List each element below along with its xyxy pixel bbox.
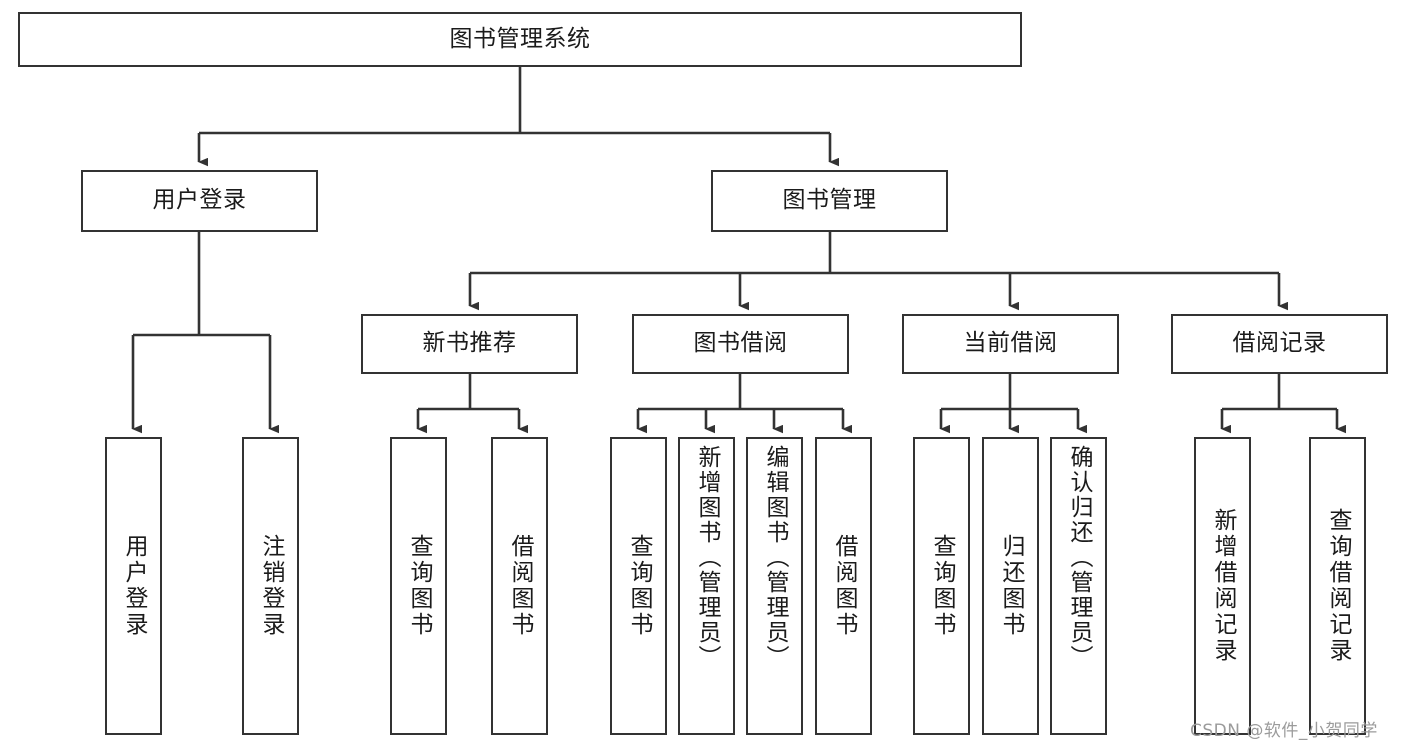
leaf-new-book-borrow[interactable]: 借阅图书 [491,437,548,735]
leaf-book-borrow-add[interactable]: 新增图书（管理员） [678,437,735,735]
leaf-current-borrow-query[interactable]: 查询图书 [913,437,970,735]
node-label: 当前借阅 [963,330,1058,357]
leaf-user-login-signin[interactable]: 用户登录 [105,437,162,735]
node-label: 注销登录 [258,534,284,638]
leaf-new-book-query[interactable]: 查询图书 [390,437,447,735]
node-root-book-management-system[interactable]: 图书管理系统 [18,12,1022,67]
node-current-borrow[interactable]: 当前借阅 [902,314,1119,374]
node-label: 归还图书 [998,534,1024,638]
node-label: 查询图书 [626,534,652,638]
node-user-login[interactable]: 用户登录 [81,170,318,232]
node-label: 借阅图书 [507,534,533,638]
leaf-records-query[interactable]: 查询借阅记录 [1309,437,1366,735]
node-label: 查询借阅记录 [1325,508,1351,664]
node-label: 新增借阅记录 [1210,508,1236,664]
node-book-management[interactable]: 图书管理 [711,170,948,232]
node-label: 新增图书（管理员） [694,445,720,670]
node-label: 图书管理系统 [449,25,591,52]
node-label: 借阅图书 [831,534,857,638]
leaf-book-borrow-lend[interactable]: 借阅图书 [815,437,872,735]
node-label: 图书管理 [782,187,877,214]
leaf-current-borrow-return[interactable]: 归还图书 [982,437,1039,735]
node-label: 查询图书 [929,534,955,638]
node-label: 图书借阅 [693,330,788,357]
node-label: 借阅记录 [1232,330,1327,357]
node-label: 查询图书 [406,534,432,638]
node-label: 用户登录 [121,534,147,638]
node-label: 编辑图书（管理员） [762,445,788,670]
node-new-book-recommendation[interactable]: 新书推荐 [361,314,578,374]
node-borrow-records[interactable]: 借阅记录 [1171,314,1388,374]
leaf-user-login-signout[interactable]: 注销登录 [242,437,299,735]
leaf-records-add[interactable]: 新增借阅记录 [1194,437,1251,735]
node-book-borrow[interactable]: 图书借阅 [632,314,849,374]
leaf-book-borrow-edit[interactable]: 编辑图书（管理员） [746,437,803,735]
node-label: 新书推荐 [422,330,517,357]
node-label: 用户登录 [152,187,247,214]
leaf-book-borrow-query[interactable]: 查询图书 [610,437,667,735]
node-label: 确认归还（管理员） [1066,445,1092,670]
csdn-watermark: CSDN @软件_小贺同学 [1190,721,1378,741]
leaf-current-borrow-confirm-return[interactable]: 确认归还（管理员） [1050,437,1107,735]
